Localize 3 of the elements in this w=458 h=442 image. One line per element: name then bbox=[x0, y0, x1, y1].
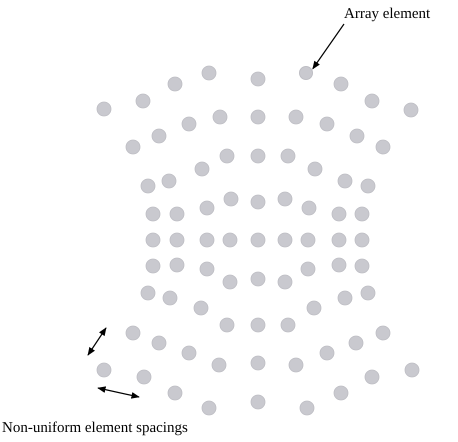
caption-label: Non-uniform element spacings bbox=[2, 419, 188, 438]
leader-arrow bbox=[312, 24, 344, 70]
callout-label: Array element bbox=[344, 5, 432, 24]
